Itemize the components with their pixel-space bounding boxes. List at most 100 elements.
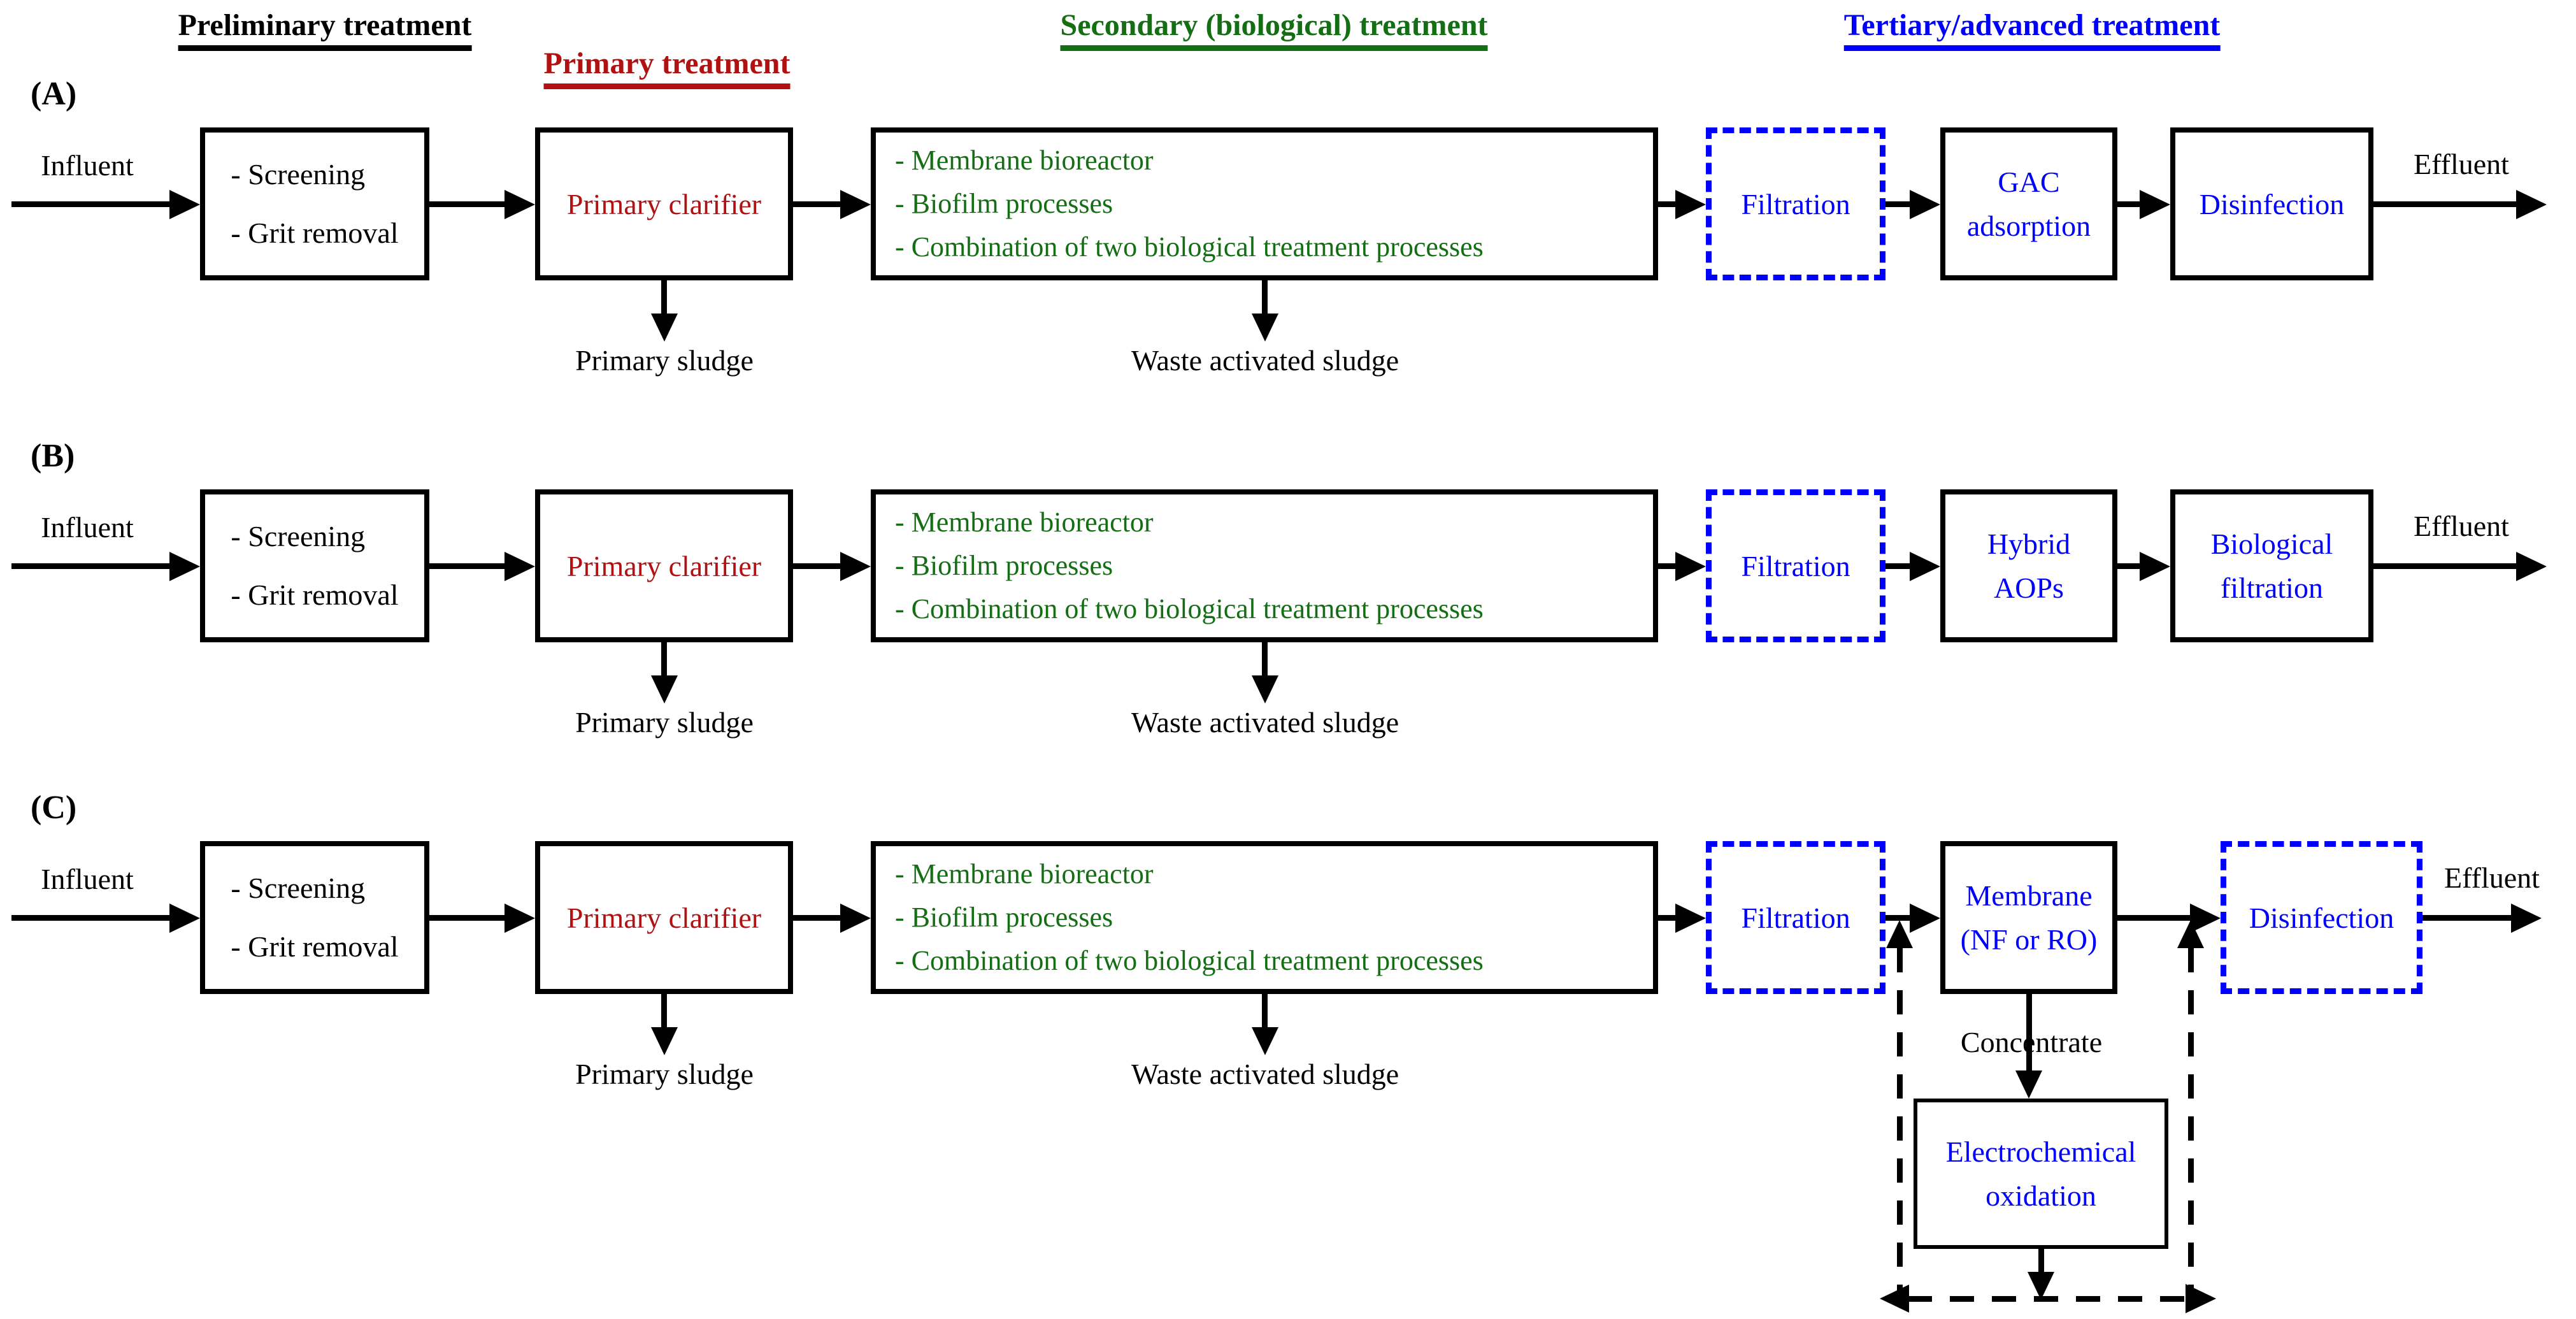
box-preliminary: - Screening - Grit removal bbox=[200, 127, 429, 280]
electrochemical-oxidation-text: Electrochemical oxidation bbox=[1945, 1135, 2136, 1212]
secondary-options-text: - Membrane bioreactor - Biofilm processe… bbox=[895, 858, 1484, 977]
influent-label: Influent bbox=[41, 149, 134, 182]
concentrate-line bbox=[2026, 994, 2032, 1076]
arrowhead-right-icon bbox=[840, 190, 871, 219]
preliminary-text: - Screening - Grit removal bbox=[231, 158, 399, 249]
box-hybrid-aops: Hybrid AOPs bbox=[1940, 489, 2117, 642]
box-disinfection: Disinfection bbox=[2221, 841, 2422, 994]
arrowhead-down-icon bbox=[1252, 314, 1278, 342]
row-label-c: (C) bbox=[31, 789, 77, 826]
row-label-b: (B) bbox=[31, 438, 75, 474]
box-biological-filtration: Biological filtration bbox=[2170, 489, 2373, 642]
hybrid-aops-text: Hybrid AOPs bbox=[1987, 528, 2071, 604]
waste-sludge-label: Waste activated sludge bbox=[1131, 706, 1399, 739]
box-membrane-nf-ro: Membrane (NF or RO) bbox=[1940, 841, 2117, 994]
arrowhead-down-icon bbox=[2015, 1070, 2042, 1099]
flow-line bbox=[1658, 563, 1675, 569]
box-primary-clarifier: Primary clarifier bbox=[535, 127, 793, 280]
recycle-dashed-line-right bbox=[2188, 948, 2194, 1301]
arrowhead-right-icon bbox=[1910, 552, 1940, 581]
flow-line bbox=[793, 563, 840, 569]
arrowhead-right-icon bbox=[2516, 552, 2547, 581]
arrowhead-right-icon bbox=[2516, 190, 2547, 219]
primary-sludge-line bbox=[661, 280, 667, 314]
effluent-label: Effluent bbox=[2444, 861, 2540, 894]
arrowhead-down-icon bbox=[651, 314, 678, 342]
arrowhead-right-icon bbox=[840, 552, 871, 581]
flow-line bbox=[429, 201, 504, 207]
primary-sludge-label: Primary sludge bbox=[575, 344, 754, 377]
influent-label: Influent bbox=[41, 511, 134, 544]
box-primary-clarifier: Primary clarifier bbox=[535, 489, 793, 642]
primary-sludge-line bbox=[661, 642, 667, 675]
influent-flow-line bbox=[11, 915, 169, 921]
flow-line bbox=[2117, 915, 2190, 921]
effluent-label: Effluent bbox=[2414, 510, 2509, 542]
biological-filtration-text: Biological filtration bbox=[2210, 528, 2333, 604]
waste-sludge-label: Waste activated sludge bbox=[1131, 344, 1399, 377]
arrowhead-right-icon bbox=[169, 190, 200, 219]
flow-line bbox=[2117, 563, 2140, 569]
arrowhead-right-icon bbox=[1675, 190, 1706, 219]
flow-line bbox=[1658, 915, 1675, 921]
flow-line bbox=[1885, 563, 1910, 569]
primary-sludge-label: Primary sludge bbox=[575, 1058, 754, 1090]
waste-sludge-line bbox=[1262, 642, 1268, 675]
waste-sludge-label: Waste activated sludge bbox=[1131, 1058, 1399, 1090]
arrowhead-down-icon bbox=[651, 1027, 678, 1055]
arrowhead-down-icon bbox=[651, 675, 678, 703]
arrowhead-up-icon bbox=[1886, 920, 1913, 948]
flow-line bbox=[429, 915, 504, 921]
disinfection-text: Disinfection bbox=[2199, 187, 2345, 220]
waste-sludge-line bbox=[1262, 994, 1268, 1027]
header-tertiary-treatment: Tertiary/advanced treatment bbox=[1843, 8, 2221, 51]
arrowhead-right-icon bbox=[169, 552, 200, 581]
box-disinfection: Disinfection bbox=[2170, 127, 2373, 280]
arrowhead-right-icon bbox=[2140, 552, 2170, 581]
box-electrochemical-oxidation: Electrochemical oxidation bbox=[1914, 1099, 2168, 1249]
box-filtration: Filtration bbox=[1706, 841, 1885, 994]
header-primary-treatment: Primary treatment bbox=[543, 47, 791, 89]
primary-sludge-line bbox=[661, 994, 667, 1027]
waste-sludge-line bbox=[1262, 280, 1268, 314]
arrowhead-down-icon bbox=[1252, 675, 1278, 703]
arrowhead-right-icon bbox=[504, 190, 535, 219]
preliminary-text: - Screening - Grit removal bbox=[231, 520, 399, 611]
arrowhead-right-icon bbox=[169, 904, 200, 933]
arrowhead-right-icon bbox=[1910, 904, 1940, 933]
box-secondary: - Membrane bioreactor - Biofilm processe… bbox=[871, 841, 1658, 994]
flow-line bbox=[1885, 201, 1910, 207]
box-gac-adsorption: GAC adsorption bbox=[1940, 127, 2117, 280]
box-filtration: Filtration bbox=[1706, 489, 1885, 642]
row-label-a: (A) bbox=[31, 76, 77, 112]
arrowhead-up-icon bbox=[2177, 920, 2204, 948]
flow-line bbox=[1658, 201, 1675, 207]
box-secondary: - Membrane bioreactor - Biofilm processe… bbox=[871, 127, 1658, 280]
arrowhead-right-icon bbox=[2186, 1284, 2216, 1313]
box-filtration: Filtration bbox=[1706, 127, 1885, 280]
flow-line bbox=[793, 915, 840, 921]
header-preliminary-treatment: Preliminary treatment bbox=[178, 8, 472, 51]
concentrate-label: Concentrate bbox=[1960, 1026, 2103, 1058]
secondary-options-text: - Membrane bioreactor - Biofilm processe… bbox=[895, 144, 1484, 263]
electro-outlet-line bbox=[2038, 1249, 2044, 1276]
influent-flow-line bbox=[11, 201, 169, 207]
arrowhead-right-icon bbox=[2140, 190, 2170, 219]
box-secondary: - Membrane bioreactor - Biofilm processe… bbox=[871, 489, 1658, 642]
secondary-options-text: - Membrane bioreactor - Biofilm processe… bbox=[895, 506, 1484, 625]
arrowhead-left-icon bbox=[1880, 1285, 1909, 1313]
disinfection-text: Disinfection bbox=[2249, 901, 2394, 934]
arrowhead-right-icon bbox=[840, 904, 871, 933]
arrowhead-right-icon bbox=[2511, 904, 2542, 933]
arrowhead-down-icon bbox=[1252, 1027, 1278, 1055]
filtration-text: Filtration bbox=[1741, 901, 1850, 934]
primary-clarifier-text: Primary clarifier bbox=[566, 187, 762, 220]
flow-line bbox=[793, 201, 840, 207]
arrowhead-right-icon bbox=[1910, 190, 1940, 219]
effluent-flow-line bbox=[2373, 563, 2516, 569]
box-preliminary: - Screening - Grit removal bbox=[200, 841, 429, 994]
flow-line bbox=[2117, 201, 2140, 207]
primary-clarifier-text: Primary clarifier bbox=[566, 901, 762, 934]
filtration-text: Filtration bbox=[1741, 187, 1850, 220]
